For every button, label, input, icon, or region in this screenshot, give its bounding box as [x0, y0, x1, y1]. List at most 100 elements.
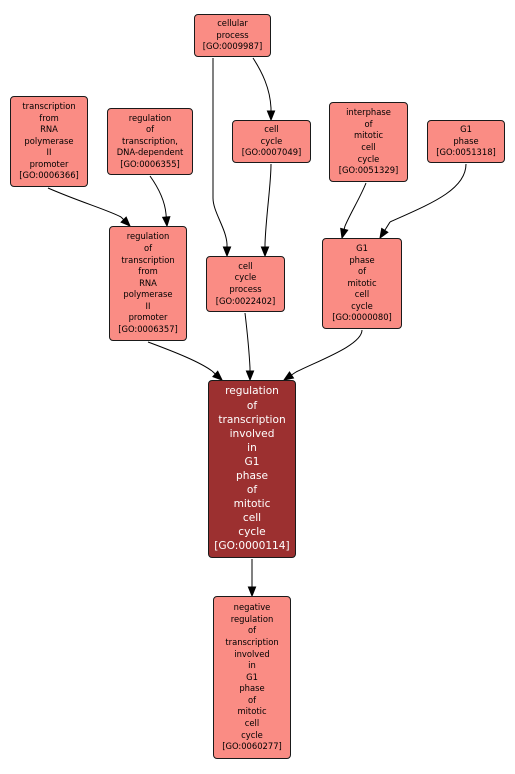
- node-label-line: cycle: [260, 135, 283, 146]
- edge-line: [343, 225, 346, 230]
- node-label-line: transcription: [22, 100, 76, 111]
- edge-cell-cycle-process-to-focus: [244, 312, 255, 382]
- node-label-line: process: [229, 284, 262, 294]
- node-label-line: promoter: [128, 312, 168, 323]
- node-label-line: negative: [233, 602, 271, 613]
- node-label-line: RNA: [40, 124, 58, 135]
- node-label-line: in: [248, 660, 256, 671]
- node-label-line: of: [247, 625, 257, 636]
- edge-regulation-dna-to-regulation-rna-pol2: [149, 175, 171, 228]
- node-label-line: [GO:0022402]: [215, 295, 276, 306]
- node-label-line: G1: [244, 455, 260, 468]
- node-cellular-process[interactable]: cellular process [GO:0009987]: [194, 14, 271, 57]
- edge-line: [212, 58, 228, 245]
- node-label-line: process: [216, 29, 249, 40]
- node-label-line: G1: [460, 124, 472, 135]
- node-label-line: involved: [234, 648, 270, 659]
- node-label-line: cycle: [357, 153, 380, 164]
- node-label-line: promoter: [29, 158, 69, 169]
- edge-line: [295, 329, 363, 373]
- edge-line: [211, 370, 216, 375]
- node-label-line: G1: [356, 242, 368, 253]
- edge-g1-phase-mitotic-to-focus: [282, 329, 363, 381]
- node-label-line: [GO:0007049]: [241, 147, 302, 158]
- node-label-line: of: [143, 242, 153, 253]
- node-regulation-of-transcription-from-rna-polymerase-ii-promoter[interactable]: regulation of transcription from RNA pol…: [109, 226, 187, 341]
- edge-line: [291, 371, 297, 376]
- node-label-line: involved: [229, 427, 275, 440]
- arrowhead-icon: [340, 227, 349, 240]
- node-interphase-of-mitotic-cell-cycle[interactable]: interphase of mitotic cell cycle [GO:005…: [329, 102, 408, 182]
- edge-line: [120, 216, 124, 220]
- arrowhead-icon: [161, 216, 171, 228]
- node-label-line: cellular: [217, 18, 248, 29]
- node-label-line: of: [246, 484, 258, 497]
- node-label-line: [GO:0006355]: [120, 158, 180, 169]
- node-negative-regulation-of-transcription-involved-in-g1-phase[interactable]: negative regulation of transcription inv…: [213, 596, 291, 759]
- edge-cell-cycle-to-cell-cycle-process: [260, 163, 272, 258]
- node-label-line: [GO:0051318]: [436, 147, 496, 158]
- node-transcription-from-rna-polymerase-ii-promoter[interactable]: transcription from RNA polymerase II pro…: [10, 96, 88, 187]
- arrowhead-icon: [245, 370, 255, 382]
- node-regulation-of-transcription-dna-dependent[interactable]: regulation of transcription, DNA-depende…: [107, 108, 193, 175]
- node-label-line: regulation: [128, 112, 172, 123]
- arrowhead-icon: [247, 586, 257, 598]
- arrowhead-icon: [212, 370, 224, 381]
- node-cell-cycle[interactable]: cell cycle [GO:0007049]: [232, 120, 311, 163]
- edge-regulation-rna-pol2-to-focus: [147, 341, 224, 381]
- node-label-line: II: [145, 300, 151, 311]
- edge-cellular-process-to-cell-cycle-process: [212, 58, 232, 258]
- edge-transcription-to-regulation-rna-pol2: [47, 187, 131, 227]
- node-label-line: transcription: [225, 636, 279, 647]
- edge-interphase-to-g1-phase-mitotic: [340, 182, 367, 240]
- edge-line: [252, 57, 272, 109]
- node-label-line: G1: [246, 671, 258, 682]
- node-label-line: [GO:0000114]: [214, 540, 290, 553]
- node-label-line: phase: [236, 470, 268, 482]
- node-label-line: transcription: [121, 254, 175, 265]
- node-label-line: phase: [349, 254, 375, 265]
- node-label-line: of: [246, 399, 258, 412]
- node-label-line: in: [247, 441, 257, 454]
- edge-line: [384, 221, 391, 231]
- node-label-line: regulation: [225, 385, 279, 398]
- edge-line: [264, 163, 272, 245]
- node-label-line: cell: [242, 512, 262, 525]
- node-label-line: [GO:0006357]: [118, 324, 178, 335]
- node-label-line: cell: [238, 260, 253, 271]
- node-label-line: phase: [453, 135, 479, 146]
- node-label-line: cell: [244, 718, 260, 729]
- node-label-line: regulation: [126, 231, 170, 242]
- node-label-line: RNA: [139, 277, 157, 288]
- node-label-line: interphase: [346, 107, 391, 118]
- edge-focus-to-negative-regulation: [247, 559, 257, 598]
- node-label-line: cell: [264, 124, 279, 135]
- node-label-line: [GO:0060277]: [222, 741, 282, 752]
- node-label-line: [GO:0009987]: [202, 41, 263, 52]
- node-label-line: polymerase: [24, 135, 74, 146]
- node-g1-phase[interactable]: G1 phase [GO:0051318]: [427, 120, 505, 163]
- node-label-line: II: [46, 147, 52, 158]
- node-label-line: cycle: [234, 272, 257, 283]
- node-label-line: from: [138, 266, 158, 277]
- node-label-line: transcription: [218, 413, 286, 426]
- node-label-line: of: [364, 118, 373, 129]
- node-label-line: [GO:0006366]: [19, 170, 79, 181]
- arrowhead-icon: [282, 371, 295, 381]
- node-g1-phase-of-mitotic-cell-cycle[interactable]: G1 phase of mitotic cell cycle [GO:00000…: [322, 238, 402, 329]
- edge-line: [344, 182, 367, 227]
- node-label-line: DNA-dependent: [116, 147, 184, 158]
- edge-g1-phase-to-g1-phase-mitotic: [379, 163, 467, 240]
- arrowhead-icon: [379, 227, 389, 240]
- node-label-line: cycle: [351, 300, 373, 311]
- edge-line: [47, 187, 122, 218]
- node-regulation-of-transcription-involved-in-g1-phase-focus[interactable]: regulation of transcription involved in …: [208, 380, 296, 558]
- node-label-line: mitotic: [233, 498, 271, 511]
- arrowhead-icon: [266, 110, 276, 122]
- arrowhead-icon: [120, 216, 131, 227]
- node-label-line: transcription,: [122, 135, 178, 146]
- node-cell-cycle-process[interactable]: cell cycle process [GO:0022402]: [206, 256, 285, 312]
- node-label-line: regulation: [230, 613, 274, 624]
